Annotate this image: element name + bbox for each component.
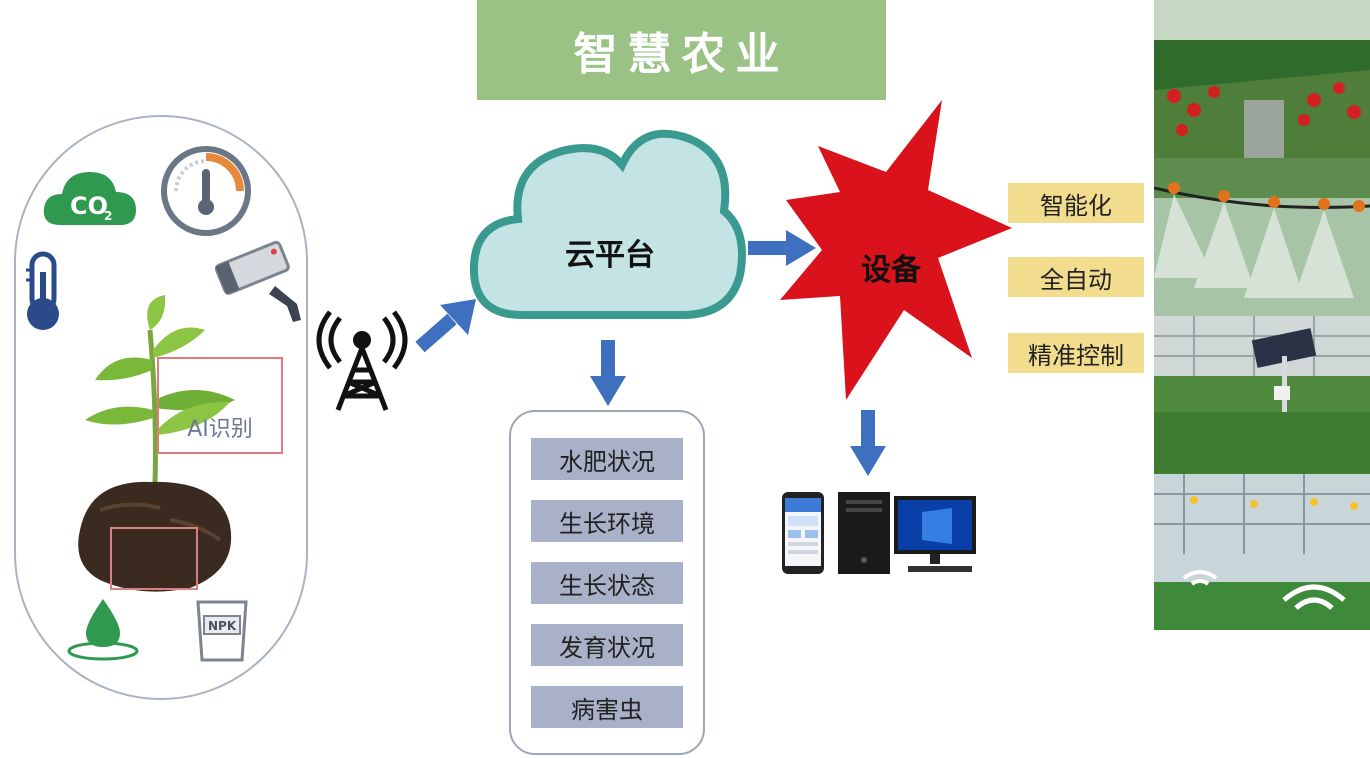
- cloud-platform-shape: [469, 129, 746, 319]
- arrow-cloud-to-list: [590, 340, 626, 406]
- device-burst-shape: [780, 100, 1012, 400]
- water-drop-icon: [67, 599, 139, 661]
- list-item-growth-status: 生长状态: [531, 562, 683, 604]
- list-item-water-fertilizer: 水肥状况: [531, 438, 683, 480]
- soil-analysis-box: [110, 527, 198, 590]
- camera-icon: [215, 240, 301, 322]
- arrow-tower-to-cloud: [415, 299, 476, 353]
- cloud-platform-label: 云平台: [565, 238, 655, 273]
- co2-icon: CO 2: [43, 172, 136, 225]
- co2-subscript: 2: [104, 209, 112, 223]
- feature-automatic: 全自动: [1008, 257, 1144, 297]
- arrow-cloud-to-device: [748, 230, 816, 266]
- solar-sensor-greenhouse-photo: [1154, 316, 1370, 474]
- feature-precise-control: 精准控制: [1008, 333, 1144, 373]
- device-label: 设备: [861, 253, 921, 288]
- feature-intelligent: 智能化: [1008, 183, 1144, 223]
- npk-label: NPK: [208, 619, 237, 633]
- pc-tower-icon: [838, 492, 890, 574]
- list-item-growth-environment: 生长环境: [531, 500, 683, 542]
- npk-fertilizer-icon: NPK: [196, 600, 248, 662]
- thermometer-icon: [26, 251, 59, 330]
- sensor-oval-frame: [14, 115, 308, 700]
- page-title: 智慧农业: [477, 0, 886, 100]
- list-item-development: 发育状况: [531, 624, 683, 666]
- ai-recognition-box: AI识别: [157, 357, 283, 454]
- co2-text: CO: [70, 192, 108, 220]
- plant-illustration: [85, 295, 235, 486]
- gauge-icon: [161, 146, 251, 236]
- tomato-greenhouse-photo: [1154, 0, 1370, 158]
- smart-greenhouse-wifi-photo: [1154, 474, 1370, 630]
- smartphone-icon: [782, 492, 824, 574]
- monitor-icon: [894, 496, 976, 572]
- antenna-tower-icon: [316, 310, 408, 411]
- irrigation-spray-photo: [1154, 158, 1370, 316]
- arrow-device-to-terminals: [850, 410, 886, 476]
- list-item-pests: 病害虫: [531, 686, 683, 728]
